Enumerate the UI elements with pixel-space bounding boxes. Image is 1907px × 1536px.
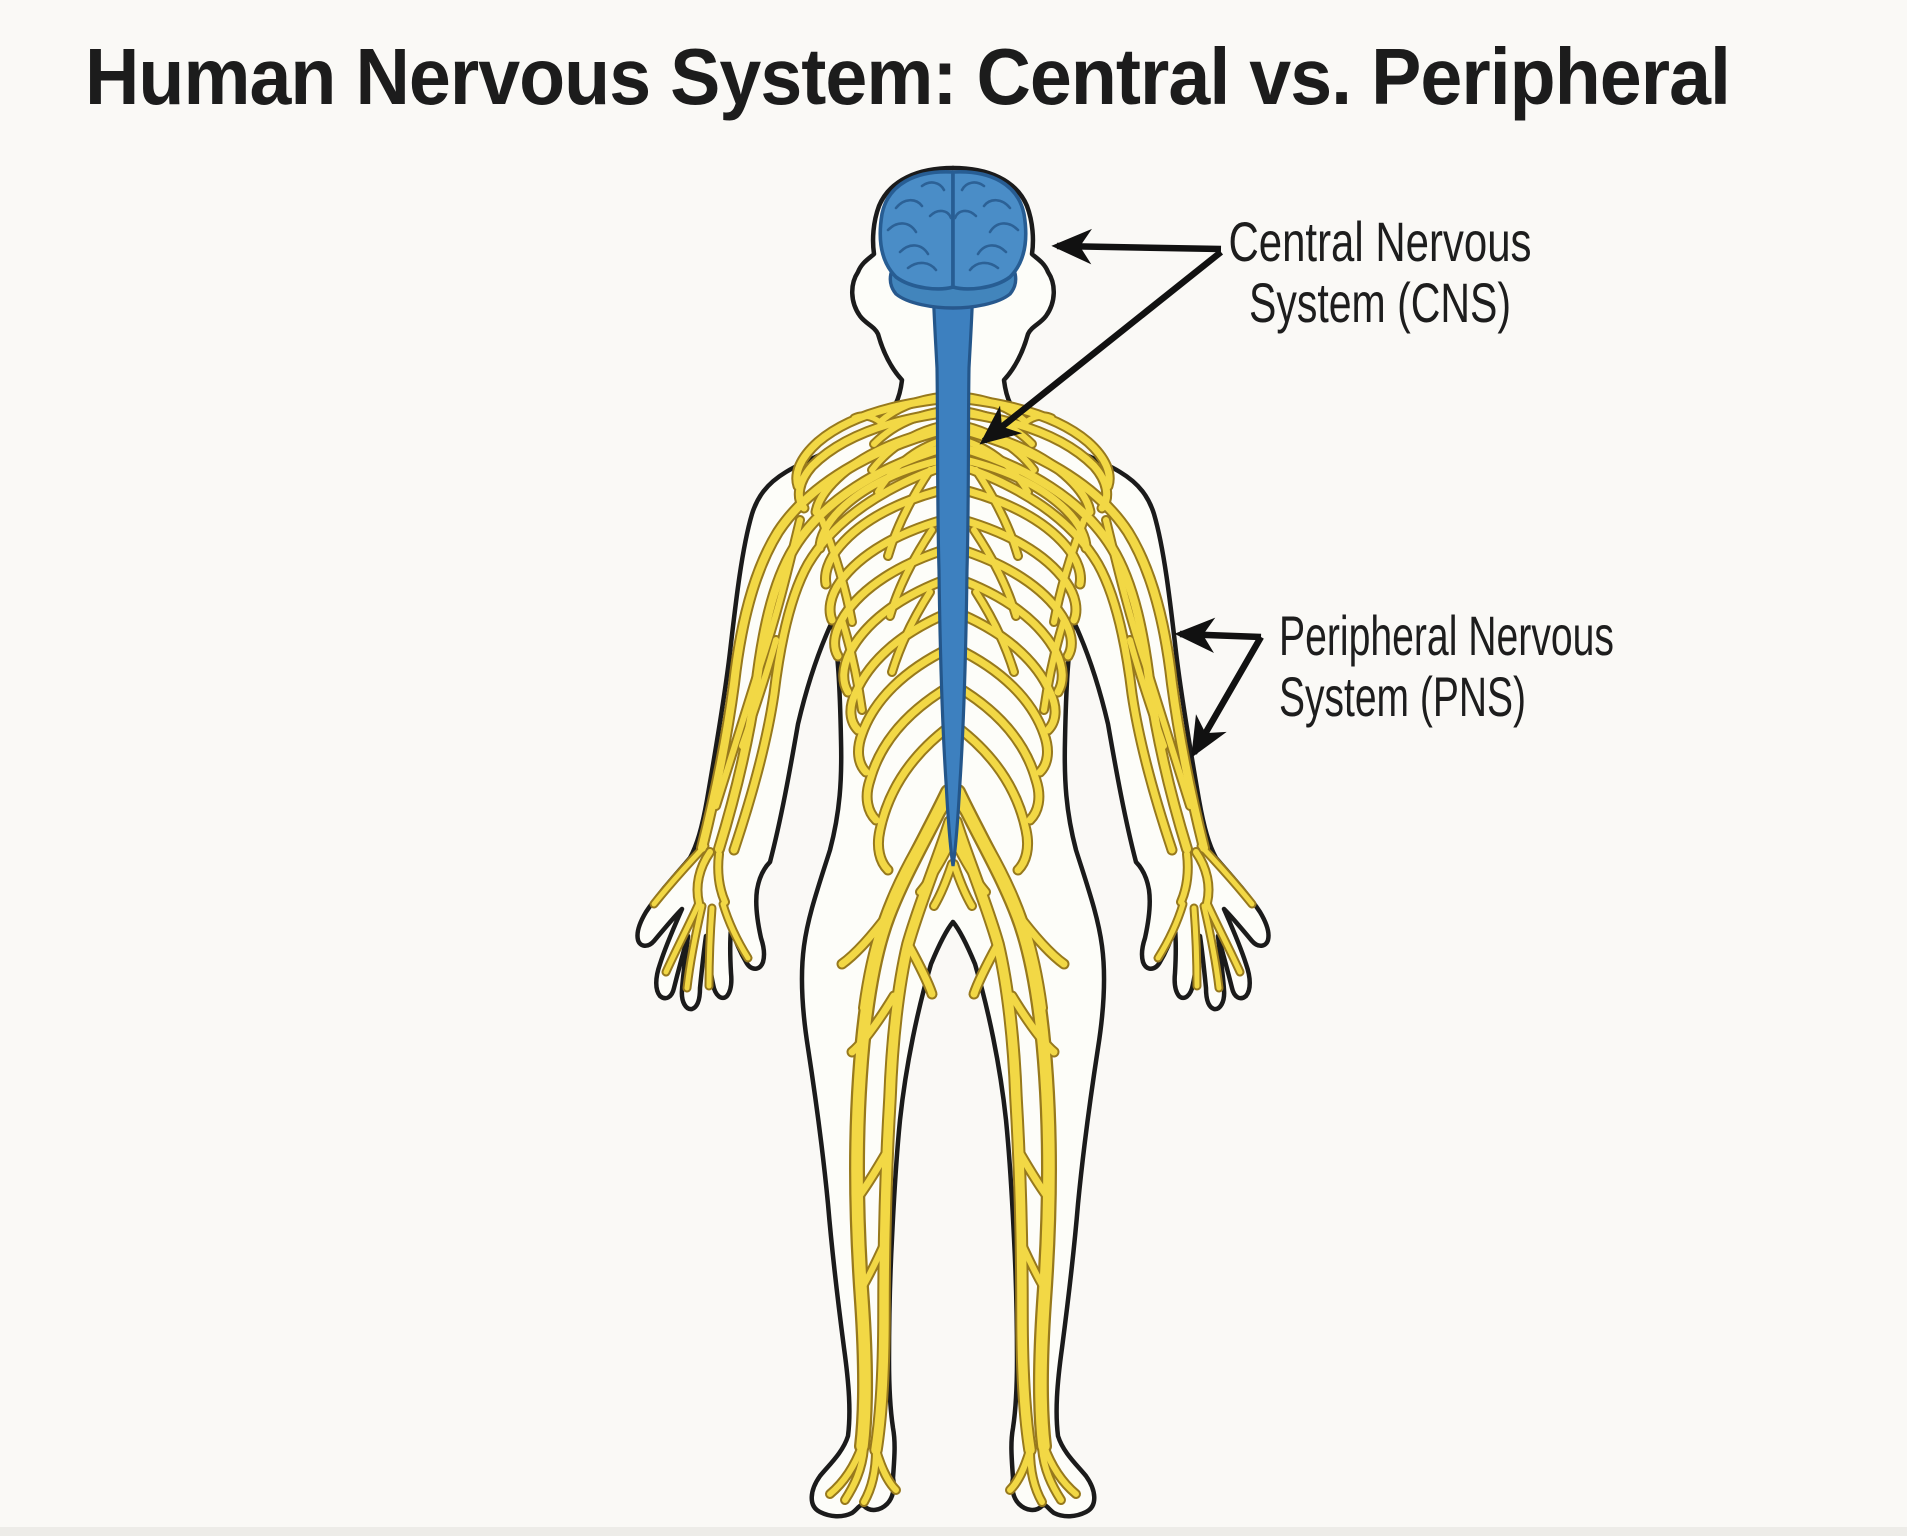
peripheral-nerves [649,391,1257,1507]
human-body-figure [635,165,1268,1516]
cns-label-line2: System (CNS) [1249,271,1511,334]
pns-arrow-upper-arm [1174,617,1262,654]
cns-arrow-to-brain [1051,228,1222,265]
spinal-cord-shape [931,274,975,867]
pns-arrow-forearm [1191,635,1264,758]
brain-shape [878,170,1028,310]
pns-label-line1: Peripheral Nervous [1279,604,1614,667]
pns-label-line2: System (PNS) [1279,665,1526,728]
annotation-arrows [979,228,1264,758]
cns-label-line1: Central Nervous [1229,210,1532,273]
bottom-edge-shade [0,1527,1907,1536]
page-title: Human Nervous System: Central vs. Periph… [85,32,1730,121]
cns-arrow-to-spinal-cord [979,249,1224,445]
